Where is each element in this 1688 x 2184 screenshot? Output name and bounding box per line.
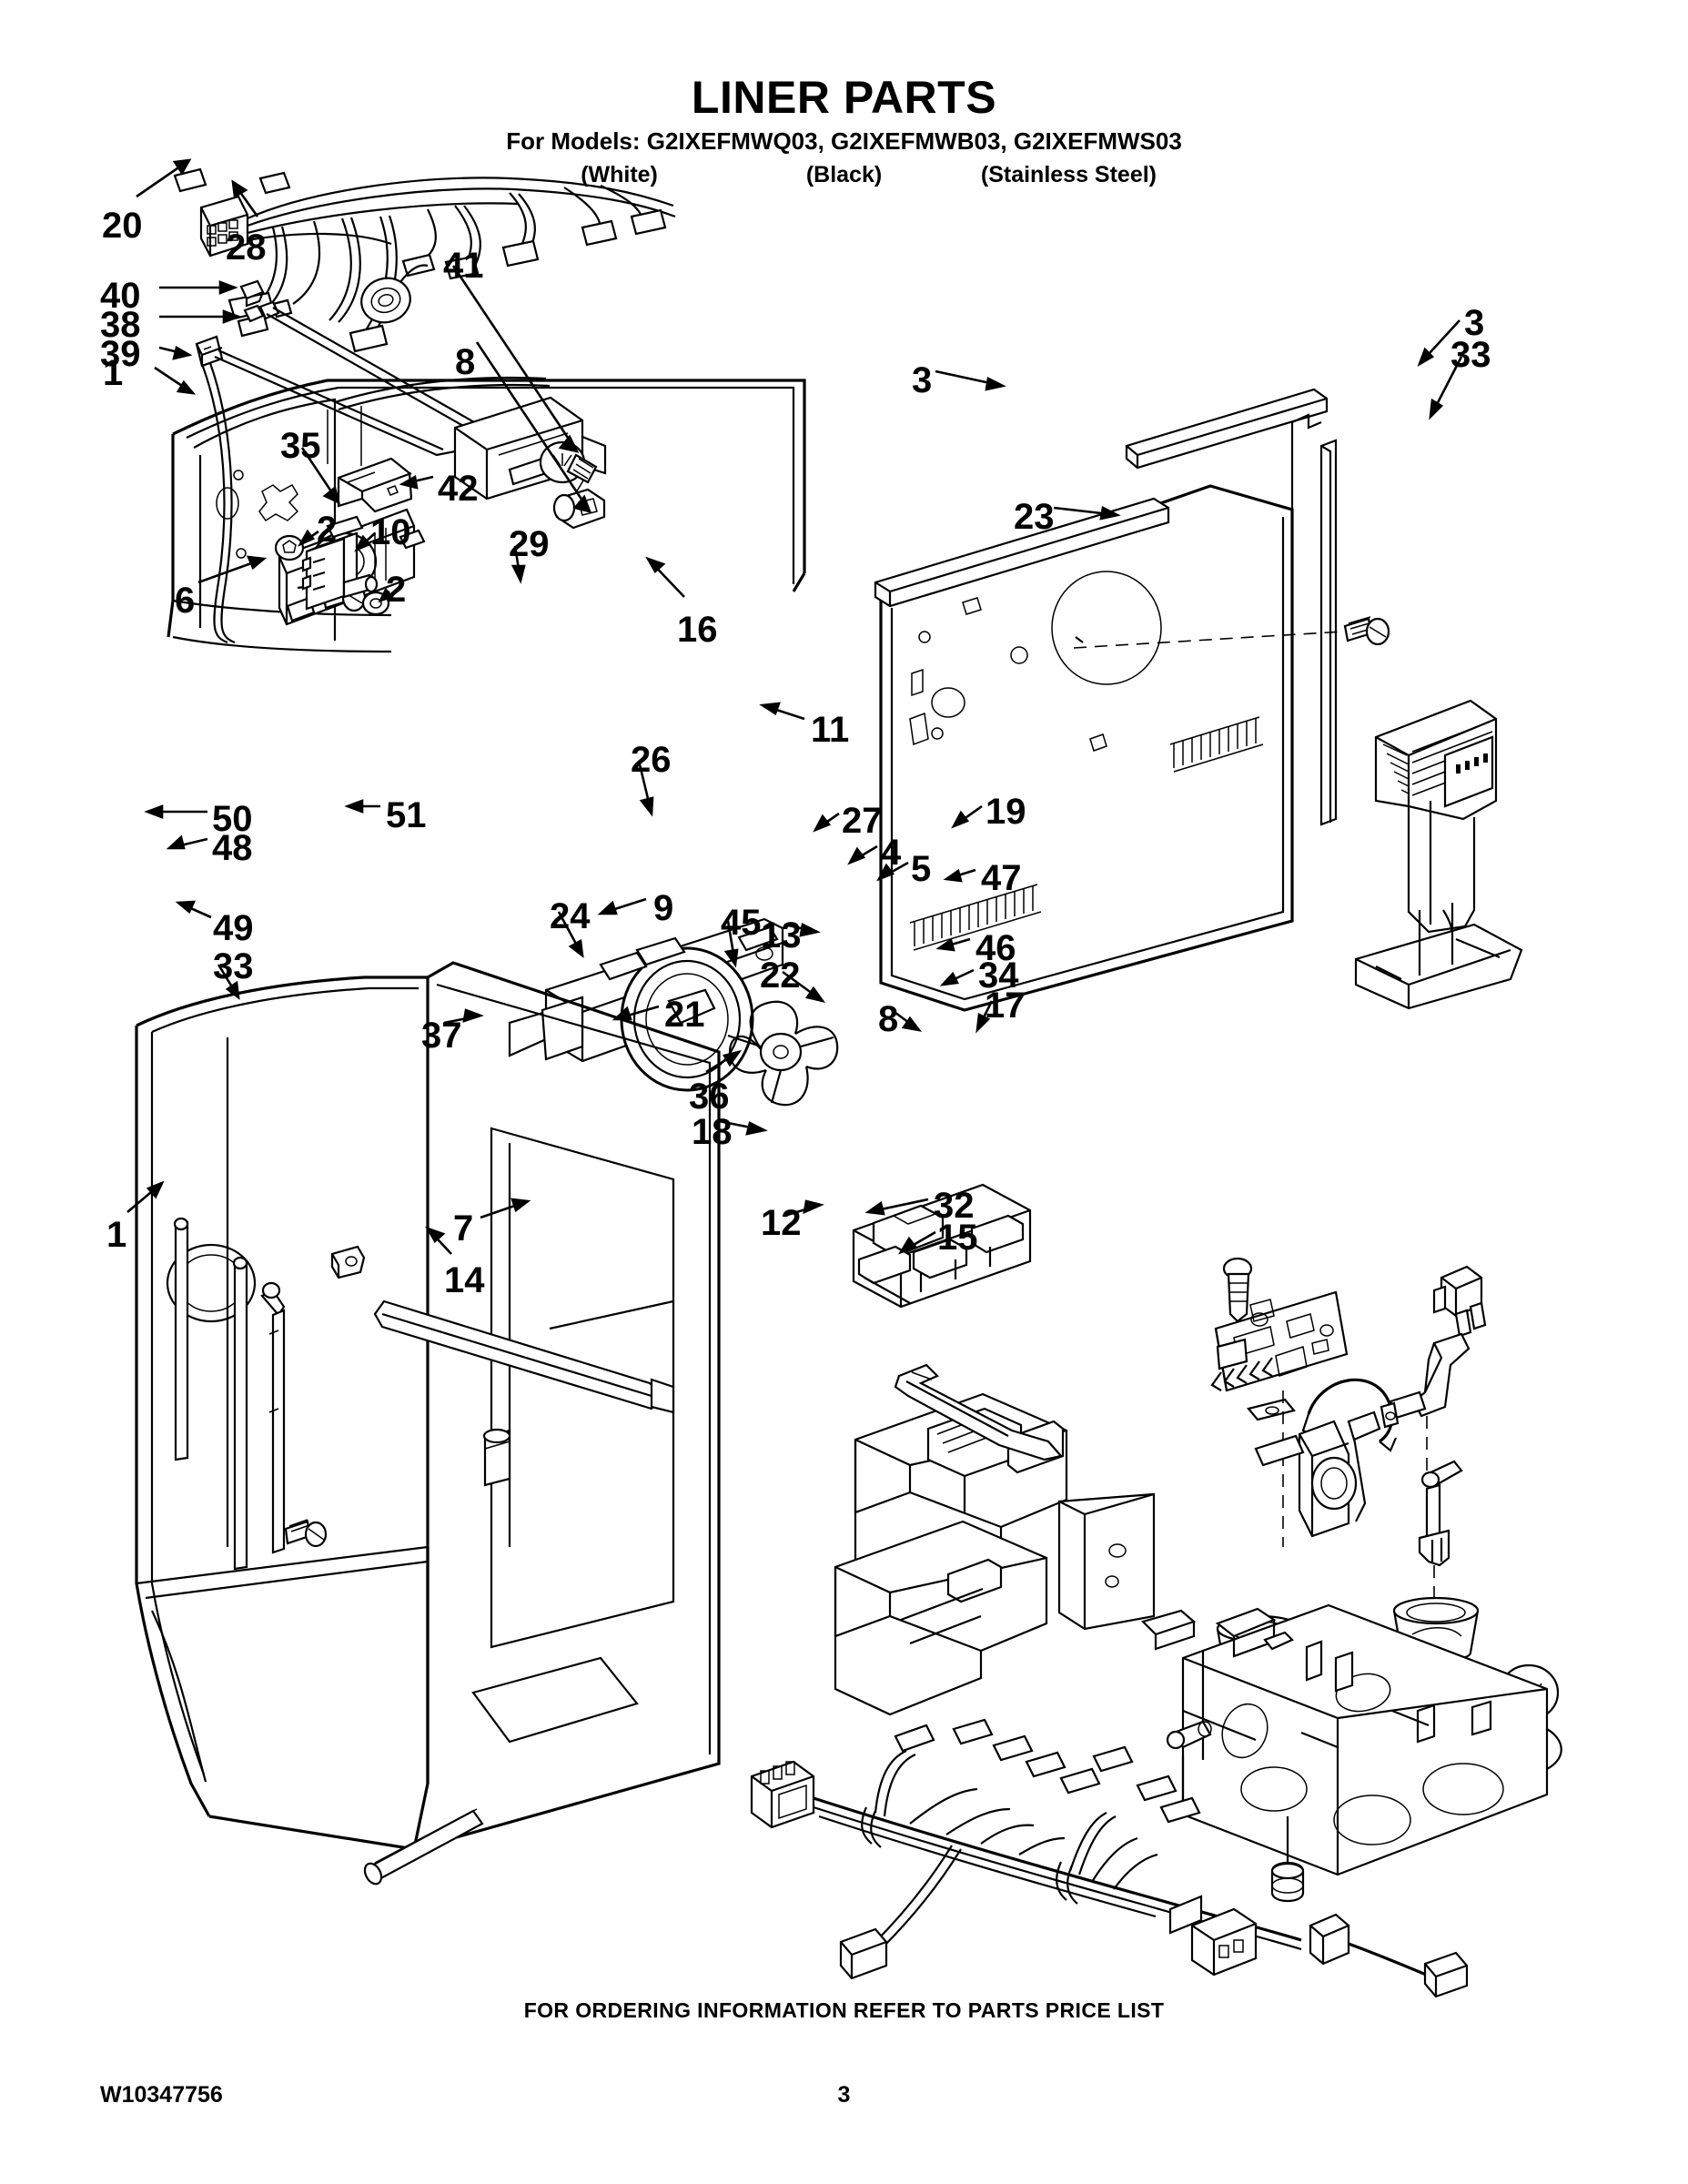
fan-blade-art bbox=[728, 1002, 837, 1105]
air-tower-duct-art bbox=[1356, 701, 1521, 1008]
spacer-pad-art bbox=[1248, 1400, 1294, 1420]
page-number: 3 bbox=[837, 2082, 851, 2108]
color-white: (White) bbox=[581, 162, 658, 187]
callout-49: 49 bbox=[213, 908, 254, 948]
leader-lines bbox=[127, 266, 1461, 1254]
callout-2-b: 2 bbox=[386, 570, 407, 610]
callout-14: 14 bbox=[444, 1260, 485, 1300]
roller-bushing-art bbox=[484, 1430, 510, 1485]
callout-19: 19 bbox=[986, 792, 1026, 832]
callout-8-lower: 8 bbox=[878, 999, 899, 1039]
callout-1-upper: 1 bbox=[103, 353, 124, 393]
callout-39: 39 bbox=[100, 334, 141, 374]
callout-3-right: 3 bbox=[1464, 303, 1485, 343]
callout-29: 29 bbox=[509, 524, 550, 564]
ordering-note: FOR ORDERING INFORMATION REFER TO PARTS … bbox=[523, 1998, 1165, 2022]
callout-5: 5 bbox=[911, 849, 932, 889]
screw-control-board-art bbox=[1224, 1259, 1283, 1547]
screw-trim-art bbox=[1345, 617, 1389, 644]
duct-lower-art bbox=[835, 1522, 1046, 1714]
switch-connector-art bbox=[1434, 1267, 1485, 1336]
callout-17: 17 bbox=[985, 986, 1026, 1026]
callout-20: 20 bbox=[102, 206, 143, 246]
damper-control-art bbox=[303, 517, 377, 609]
document-number: W10347756 bbox=[100, 2082, 223, 2108]
callout-22: 22 bbox=[760, 956, 801, 996]
callout-27: 27 bbox=[842, 801, 883, 841]
callout-1-lower: 1 bbox=[106, 1215, 127, 1255]
tube-drain-art bbox=[361, 1809, 482, 1886]
callout-16: 16 bbox=[677, 610, 718, 650]
callout-4: 4 bbox=[881, 833, 902, 873]
callout-3-left: 3 bbox=[912, 360, 933, 400]
callout-23: 23 bbox=[1014, 497, 1055, 537]
color-steel: (Stainless Steel) bbox=[980, 162, 1157, 187]
callout-13: 13 bbox=[761, 915, 802, 956]
shelf-rods-art bbox=[175, 1218, 247, 1569]
small-clips-art bbox=[197, 281, 278, 366]
liner-cabinet-art bbox=[168, 380, 804, 652]
callout-10: 10 bbox=[370, 512, 411, 552]
callout-32: 32 bbox=[934, 1186, 975, 1226]
callout-33-rod: 33 bbox=[213, 946, 254, 986]
drip-pan-housing-art bbox=[1183, 1605, 1562, 1875]
vent-grille-tray-art bbox=[854, 1185, 1030, 1307]
callout-26: 26 bbox=[631, 740, 672, 780]
callout-8-upper: 8 bbox=[455, 342, 476, 382]
color-black: (Black) bbox=[805, 162, 883, 187]
plunger-rod-art bbox=[1420, 1461, 1461, 1609]
bracket-arm-art bbox=[895, 1365, 1061, 1460]
callout-12: 12 bbox=[761, 1203, 802, 1243]
insulation-panel-art bbox=[1059, 1494, 1154, 1629]
lamp-socket-art bbox=[554, 480, 604, 528]
fan-shroud-bracket-art bbox=[510, 919, 783, 1090]
callout-35: 35 bbox=[280, 426, 321, 466]
callout-41: 41 bbox=[443, 246, 484, 286]
callout-42: 42 bbox=[438, 469, 479, 509]
callout-18: 18 bbox=[692, 1112, 733, 1152]
callout-45: 45 bbox=[721, 903, 762, 943]
liner-cabinet-lower-art bbox=[136, 963, 719, 1849]
callout-6: 6 bbox=[175, 581, 196, 621]
callout-36: 36 bbox=[689, 1077, 730, 1117]
callout-47: 47 bbox=[981, 858, 1022, 898]
color-legend: (White) (Black) (Stainless Steel) bbox=[0, 162, 1688, 188]
fuse-thermal-art bbox=[1167, 1722, 1211, 1748]
callout-33-trim: 33 bbox=[1450, 335, 1491, 375]
callout-11: 11 bbox=[811, 710, 850, 750]
callout-40: 40 bbox=[100, 276, 141, 316]
callout-34: 34 bbox=[978, 956, 1019, 996]
callout-2-a: 2 bbox=[317, 510, 338, 550]
callout-28: 28 bbox=[226, 228, 267, 268]
models-line: For Models: G2IXEFMWQ03, G2IXEFMWB03, G2… bbox=[506, 127, 1182, 155]
page-title: LINER PARTS bbox=[691, 72, 997, 123]
callout-9: 9 bbox=[653, 888, 674, 928]
wire-harness-lower-art bbox=[752, 1720, 1301, 1978]
callout-37: 37 bbox=[421, 1016, 462, 1056]
callout-46: 46 bbox=[975, 928, 1016, 968]
callout-48: 48 bbox=[212, 828, 253, 868]
wire-harness-main-art bbox=[175, 169, 675, 351]
control-board-art bbox=[1212, 1292, 1347, 1390]
rear-panel-liner-art bbox=[875, 389, 1389, 1010]
socket-housing-art bbox=[1256, 1412, 1380, 1536]
callout-15: 15 bbox=[937, 1218, 978, 1258]
grommet-foot-art bbox=[1272, 1816, 1303, 1901]
callout-7: 7 bbox=[453, 1208, 474, 1249]
callout-24: 24 bbox=[550, 896, 591, 936]
bracket-mount-art bbox=[1381, 1334, 1469, 1481]
shelf-rail-art bbox=[375, 1301, 673, 1412]
shelf-support-clip-art bbox=[332, 1247, 364, 1278]
rod-assembly-art bbox=[262, 1283, 326, 1552]
callout-50: 50 bbox=[212, 799, 253, 839]
callout-51: 51 bbox=[386, 795, 427, 835]
callout-21: 21 bbox=[664, 995, 705, 1035]
callout-38: 38 bbox=[100, 305, 141, 345]
bracket-tab-art bbox=[1143, 1611, 1194, 1649]
jumper-wire-art bbox=[1310, 1915, 1467, 1997]
bracket-cover-art bbox=[339, 459, 411, 511]
